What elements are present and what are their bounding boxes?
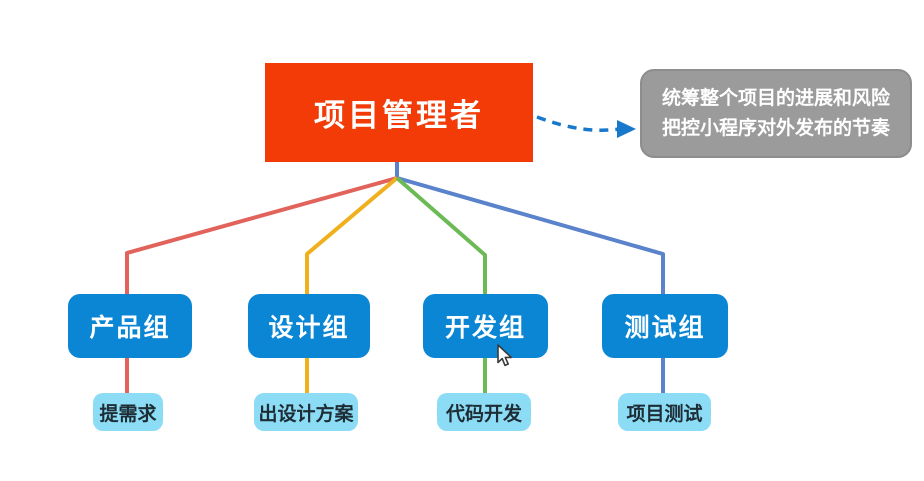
group-node-dev: 开发组 <box>423 294 548 358</box>
task-node-testing: 项目测试 <box>618 393 711 431</box>
task-node-coding: 代码开发 <box>437 393 531 431</box>
task-node-label: 提需求 <box>99 403 157 425</box>
task-node-label: 项目测试 <box>626 403 703 425</box>
connector-design-line <box>305 176 399 397</box>
root-node-label: 项目管理者 <box>314 98 484 133</box>
annotation-text-line1: 统筹整个项目的进展和风险 <box>661 87 890 109</box>
group-node-test: 测试组 <box>602 294 728 358</box>
annotation-text-line2: 把控小程序对外发布的节奏 <box>661 117 890 139</box>
group-node-label: 开发组 <box>444 314 526 342</box>
task-node-label: 出设计方案 <box>258 403 354 425</box>
group-node-design: 设计组 <box>248 294 370 358</box>
group-node-product: 产品组 <box>68 294 192 358</box>
group-node-label: 设计组 <box>268 314 350 342</box>
connector-dev-line <box>395 176 487 397</box>
arrow-pointer-icon <box>497 344 513 367</box>
annotation-callout: 统筹整个项目的进展和风险 把控小程序对外发布的节奏 <box>640 69 912 158</box>
task-node-label: 代码开发 <box>445 403 522 425</box>
root-node-project-manager: 项目管理者 <box>265 63 533 162</box>
task-node-requirements: 提需求 <box>93 393 163 431</box>
task-node-design-plan: 出设计方案 <box>254 393 358 431</box>
group-node-label: 产品组 <box>89 314 171 342</box>
connector-test-line <box>395 162 665 397</box>
annotation-arrowhead-icon <box>617 120 636 138</box>
group-node-label: 测试组 <box>624 314 706 342</box>
annotation-arrow-line <box>536 115 621 132</box>
